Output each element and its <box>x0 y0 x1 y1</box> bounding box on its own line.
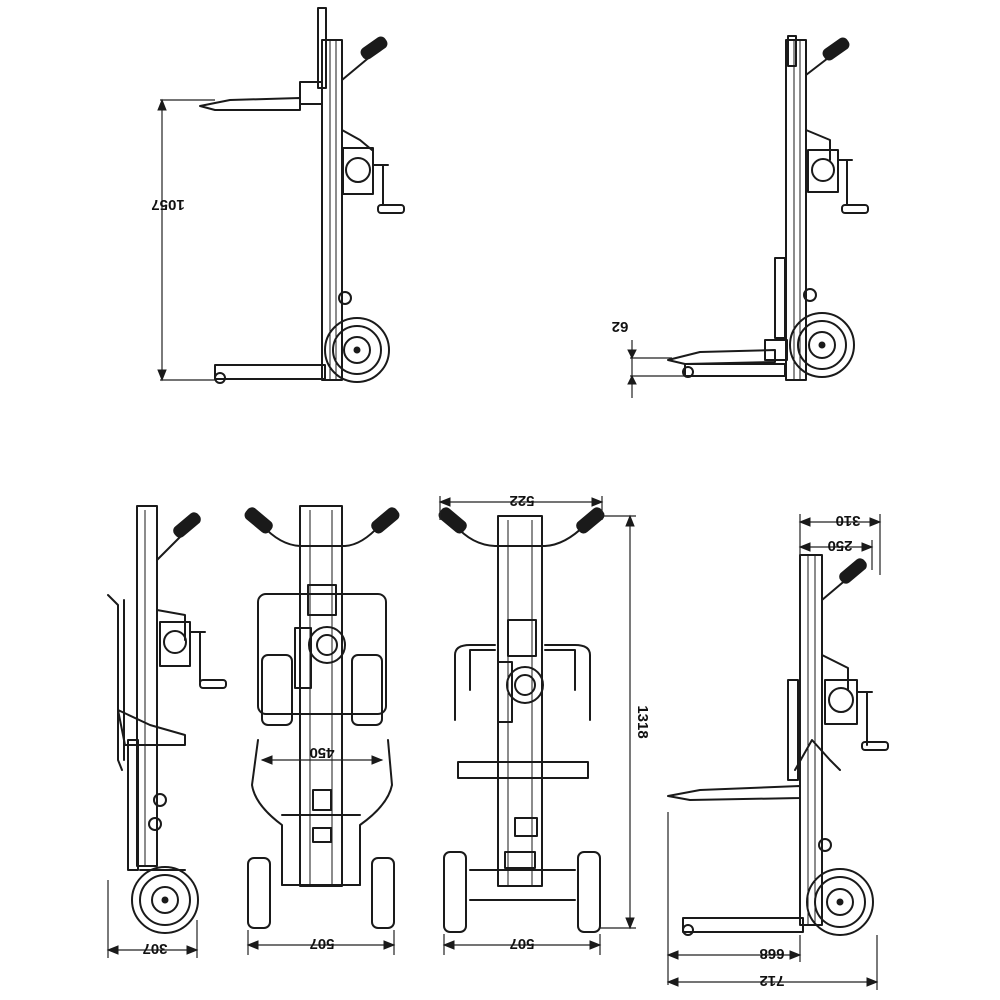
handle-grip-right <box>371 507 400 534</box>
crank-handle <box>377 204 405 214</box>
dim-label-507-open: 507 <box>509 935 534 952</box>
wheel-right <box>371 857 395 929</box>
dimension-overall-length: 712 <box>666 935 879 990</box>
winch-assembly <box>342 147 405 214</box>
fork-tips <box>457 761 589 779</box>
dim-label-250: 250 <box>827 537 852 554</box>
fork-lowered <box>667 349 776 365</box>
dim-label-62: 62 <box>612 318 629 335</box>
dimension-inner-width: 450 <box>260 744 384 765</box>
dimension-depth: 307 <box>106 880 199 958</box>
base-frame <box>214 364 326 380</box>
winch-assembly <box>805 129 869 214</box>
rear-wheel <box>131 866 199 934</box>
mast-column <box>321 39 343 381</box>
handle-grip-left <box>438 507 467 534</box>
dimension-top-width: 522 <box>438 492 604 520</box>
crank-handle <box>199 679 227 689</box>
front-view-folded: 450 507 <box>244 505 400 955</box>
dimension-handle-outer: 310 <box>798 512 882 575</box>
dimension-overall-height: 1318 <box>600 514 651 930</box>
rear-wheel <box>806 868 874 936</box>
dimension-wheel-width: 507 <box>442 934 602 955</box>
fork-raised <box>199 97 301 111</box>
dim-label-1057: 1057 <box>151 196 184 213</box>
handle-grip <box>839 558 867 584</box>
handle-grip <box>822 37 850 61</box>
crank-handle <box>841 204 869 214</box>
fork-carriage <box>299 81 323 105</box>
rear-wheel <box>789 312 855 378</box>
side-view-folded: 307 <box>106 505 227 958</box>
wheel-right <box>577 851 601 933</box>
base-frame <box>684 363 786 377</box>
fork-raised <box>667 785 801 801</box>
crank-handle <box>861 741 889 751</box>
mast-column <box>136 505 158 867</box>
wheel-left <box>247 857 271 929</box>
winch-drum <box>506 666 544 704</box>
side-view-raised: 1057 <box>151 7 405 384</box>
dimension-fork-height: 62 <box>612 318 685 398</box>
handle-bar <box>261 524 381 547</box>
handle-grip <box>173 512 201 538</box>
dim-label-310: 310 <box>835 512 860 529</box>
dim-label-507-folded: 507 <box>309 935 334 952</box>
base-frame <box>682 917 804 933</box>
fork-folded <box>117 709 186 746</box>
dim-label-522: 522 <box>509 492 534 509</box>
wheel-left <box>443 851 467 933</box>
handle-grip-right <box>576 507 605 534</box>
dim-label-450: 450 <box>309 744 334 761</box>
winch-assembly <box>159 621 227 689</box>
mast-column <box>785 39 807 381</box>
dimension-wheel-width: 507 <box>246 930 396 955</box>
dim-label-307: 307 <box>142 940 167 957</box>
winch-assembly <box>824 679 889 751</box>
dimension-fork-length: 668 <box>666 812 802 985</box>
dim-label-712: 712 <box>759 972 784 989</box>
handle-grip <box>360 36 388 60</box>
mast-column <box>497 515 543 887</box>
rear-wheel <box>324 317 390 383</box>
handle-bar <box>454 524 586 547</box>
winch-drum <box>308 626 346 664</box>
front-view-open: 522 1318 507 <box>438 492 651 955</box>
dim-label-1318: 1318 <box>634 705 651 738</box>
handle-grip-left <box>244 507 273 534</box>
side-view-lowered: 62 <box>612 35 869 398</box>
dimension-handle-inner: 250 <box>798 537 874 570</box>
fork-frame <box>257 593 387 715</box>
mast-column <box>799 554 823 926</box>
side-view-dimensioned: 310 250 668 712 <box>666 512 889 990</box>
dim-label-668: 668 <box>759 945 784 962</box>
dimension-height: 1057 <box>151 98 215 382</box>
mast-top-extension <box>787 35 797 67</box>
